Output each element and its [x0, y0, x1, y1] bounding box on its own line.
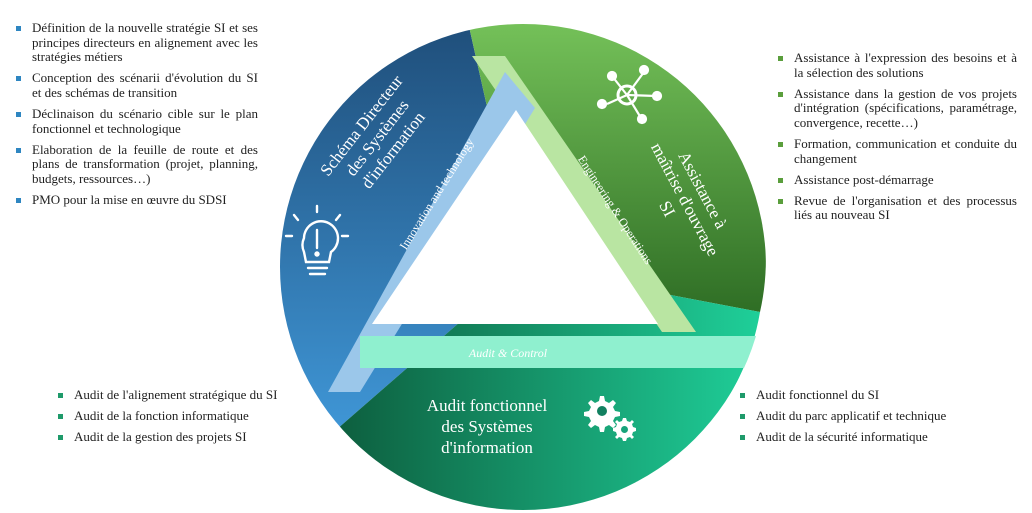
- bullet-icon: [58, 393, 63, 398]
- list-item: Audit de la fonction informatique: [52, 408, 332, 424]
- svg-text:Audit fonctionnel: Audit fonctionnel: [427, 396, 548, 415]
- bullet-icon: [740, 414, 745, 420]
- bullet-icon: [778, 198, 783, 204]
- list-item: Audit de la sécurité informatique: [734, 429, 1014, 445]
- svg-text:des Systèmes: des Systèmes: [441, 417, 532, 436]
- engineering-band: [472, 56, 696, 332]
- list-item: Définition de la nouvelle stratégie SI e…: [10, 20, 258, 65]
- gears-icon: [584, 396, 636, 441]
- audit-band: [360, 336, 766, 368]
- list-item: Audit du parc applicatif et technique: [734, 408, 1014, 424]
- bullet-icon: [16, 147, 21, 153]
- bullet-icon: [58, 414, 63, 420]
- svg-text:d'information: d'information: [441, 438, 533, 457]
- list-item: Audit fonctionnel du SI: [734, 387, 1014, 403]
- list-item: Déclinaison du scénario cible sur le pla…: [10, 106, 258, 136]
- innovation-band: [328, 72, 535, 392]
- inner-triangle: [372, 110, 658, 324]
- bullet-icon: [778, 177, 783, 183]
- list-item: Assistance dans la gestion de vos projet…: [772, 86, 1017, 131]
- bullet-icon: [16, 26, 21, 31]
- list-item: Audit de l'alignement stratégique du SI: [52, 387, 332, 403]
- bullet-icon: [16, 76, 21, 82]
- audit-segment: [336, 267, 760, 510]
- bullet-icon: [778, 56, 783, 61]
- bullet-icon: [16, 111, 21, 117]
- list-item: Elaboration de la feuille de route et de…: [10, 142, 258, 187]
- bullet-icon: [740, 393, 745, 398]
- bullet-icon: [58, 435, 63, 441]
- bullet-icon: [778, 141, 783, 147]
- list-item: Conception des scénarii d'évolution du S…: [10, 71, 258, 100]
- amoa-list: Assistance à l'expression des besoins et…: [772, 50, 1017, 229]
- bullet-icon: [778, 91, 783, 97]
- list-item: Audit de la gestion des projets SI: [52, 429, 332, 445]
- list-item: Assistance post-démarrage: [772, 172, 1017, 188]
- list-item: Formation, communication et conduite du …: [772, 136, 1017, 166]
- sdsi-list: Définition de la nouvelle stratégie SI e…: [10, 20, 258, 214]
- audit-title: Audit fonctionnel des Systèmes d'informa…: [427, 396, 548, 457]
- sdsi-segment: [280, 24, 523, 430]
- audit-band-label: Audit & Control: [468, 346, 548, 360]
- list-item: Assistance à l'expression des besoins et…: [772, 50, 1017, 80]
- bullet-icon: [740, 435, 745, 441]
- audit-left-list: Audit de l'alignement stratégique du SI …: [52, 387, 332, 451]
- audit-right-list: Audit fonctionnel du SI Audit du parc ap…: [734, 387, 1014, 451]
- bullet-icon: [16, 197, 21, 203]
- list-item: Revue de l'organisation et des processus…: [772, 193, 1017, 223]
- lightbulb-icon: [284, 204, 350, 276]
- network-icon: [596, 64, 663, 125]
- list-item: PMO pour la mise en œuvre du SDSI: [10, 192, 258, 208]
